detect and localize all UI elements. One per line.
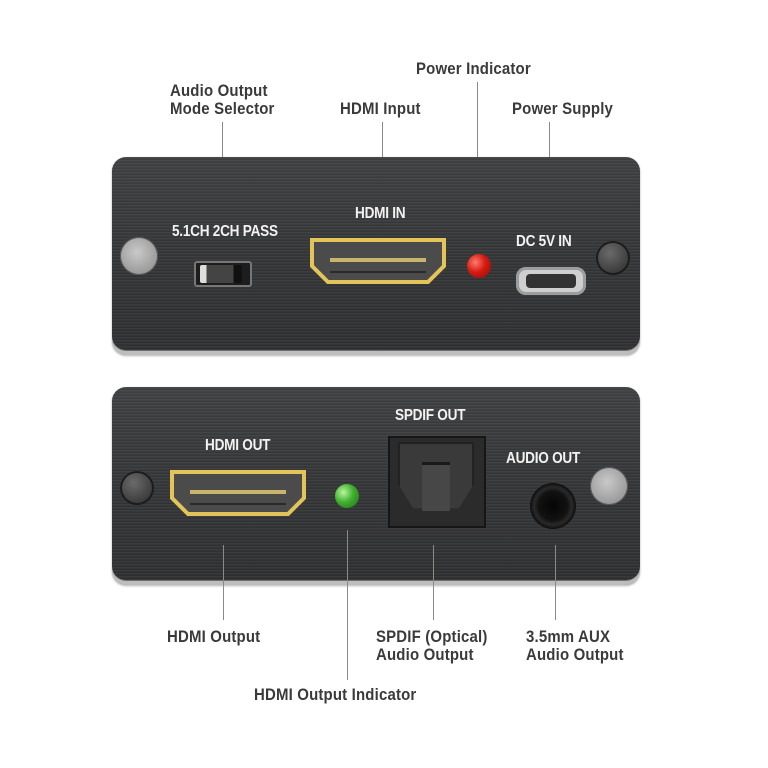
leader-line — [223, 545, 224, 620]
callout-hdmi-output-indicator: HDMI Output Indicator — [254, 685, 417, 704]
callout-line-2: Mode Selector — [170, 99, 275, 118]
callout-line-2: Audio Output — [526, 645, 624, 664]
hdmi-output-indicator-led — [335, 484, 359, 508]
aux-3-5mm-jack[interactable] — [530, 483, 576, 529]
hdmi-in-port-icon[interactable] — [308, 236, 448, 286]
hdmi-in-label: HDMI IN — [355, 205, 406, 222]
callout-line-1: 3.5mm AUX — [526, 627, 611, 646]
rotary-dial-icon — [590, 467, 628, 505]
callout-spdif-output: SPDIF (Optical) Audio Output — [376, 628, 488, 664]
callout-hdmi-input: HDMI Input — [340, 99, 421, 118]
spdif-optical-port[interactable] — [388, 436, 486, 528]
screw-icon — [596, 241, 630, 275]
callout-line-2: Audio Output — [376, 645, 474, 664]
mode-selector-switch[interactable] — [194, 261, 252, 287]
callout-hdmi-output: HDMI Output — [167, 627, 261, 646]
leader-line — [555, 545, 556, 620]
spdif-out-label: SPDIF OUT — [395, 407, 466, 424]
audio-out-label: AUDIO OUT — [506, 450, 581, 467]
micro-usb-slot — [526, 274, 576, 288]
leader-line — [433, 545, 434, 620]
optical-port-shutter — [422, 462, 450, 511]
output-side-panel: HDMI OUT SPDIF OUT AUDIO OUT — [112, 387, 640, 585]
switch-label: 5.1CH 2CH PASS — [172, 223, 278, 240]
input-side-panel: 5.1CH 2CH PASS HDMI IN DC 5V IN — [112, 157, 640, 355]
callout-power-supply: Power Supply — [512, 99, 614, 118]
power-indicator-led — [467, 254, 491, 278]
hdmi-out-label: HDMI OUT — [205, 437, 271, 454]
dc-in-label: DC 5V IN — [516, 233, 572, 250]
callout-power-indicator: Power Indicator — [416, 59, 531, 78]
rotary-dial-icon — [120, 237, 158, 275]
hdmi-out-port-icon[interactable] — [168, 468, 308, 518]
callout-audio-mode-selector: Audio Output Mode Selector — [170, 82, 275, 118]
callout-line-1: Audio Output — [170, 81, 268, 100]
callout-aux-output: 3.5mm AUX Audio Output — [526, 628, 624, 664]
screw-icon — [120, 471, 154, 505]
leader-line — [347, 530, 348, 680]
callout-line-1: SPDIF (Optical) — [376, 627, 488, 646]
switch-slider[interactable] — [200, 265, 242, 283]
micro-usb-power-port[interactable] — [516, 267, 586, 295]
